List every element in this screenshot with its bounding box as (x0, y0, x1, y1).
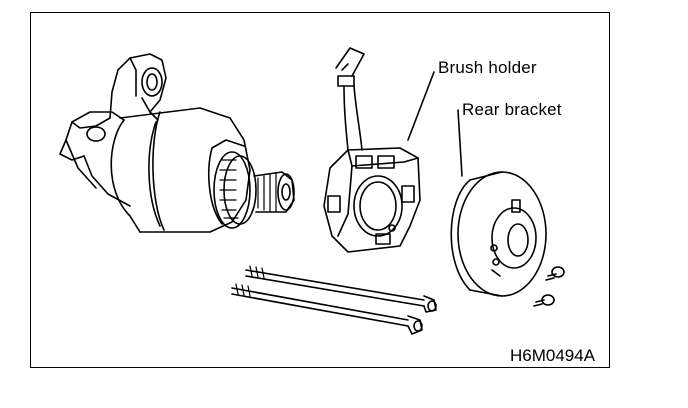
rear-bracket-drawing (450, 171, 547, 297)
small-screws-drawing (533, 266, 565, 307)
diagram-frame (30, 12, 610, 368)
through-bolts-drawing (231, 265, 437, 335)
rear-bracket-leader-line (457, 109, 463, 177)
figure-id: H6M0494A (510, 346, 596, 365)
rear-bracket-label: Rear bracket (462, 100, 562, 119)
brush-holder-drawing (323, 47, 421, 253)
brush-holder-label: Brush holder (438, 58, 537, 77)
starter-motor-drawing (59, 53, 295, 233)
brush-holder-leader-line (407, 71, 435, 141)
